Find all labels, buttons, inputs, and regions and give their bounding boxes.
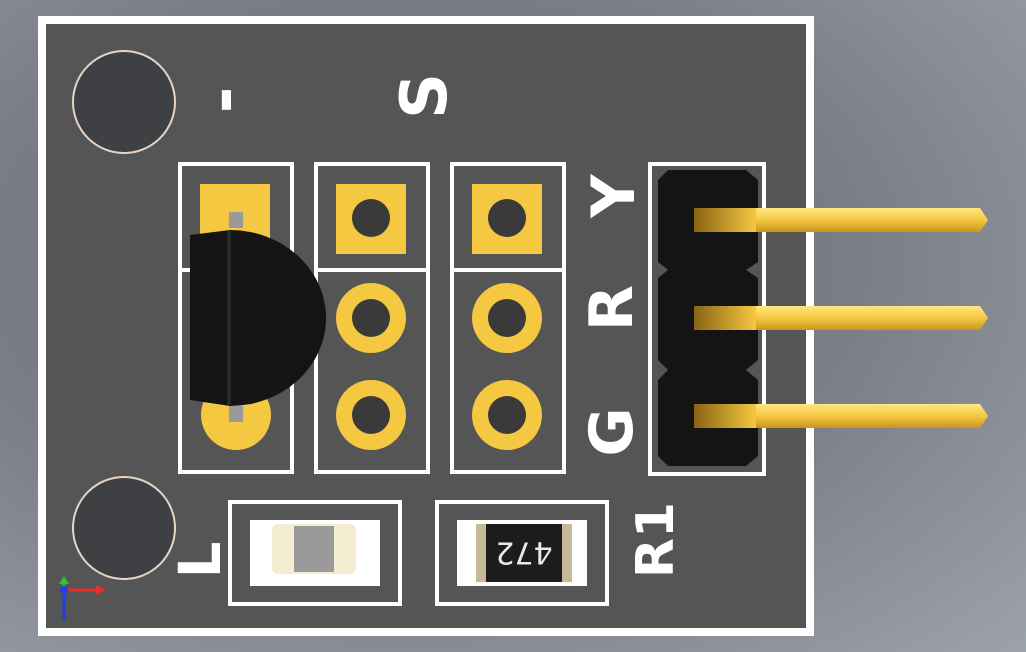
mounting-hole-top [72, 50, 176, 154]
resistor-marking: 472 [495, 535, 552, 570]
mounting-hole-bottom [72, 476, 176, 580]
header-pin-g [694, 404, 988, 428]
pin-y-label: Y [579, 173, 649, 219]
drill-hole [352, 199, 390, 237]
header-pin-r [694, 306, 988, 330]
minus-label: - [187, 87, 261, 114]
round-pads [201, 283, 542, 450]
resistor-smd [435, 500, 609, 606]
drill-hole [488, 199, 526, 237]
pin-g-label: G [577, 407, 647, 456]
signal-label: S [388, 73, 462, 119]
led-label: L [166, 542, 234, 579]
led-smd [228, 500, 402, 606]
to92-sensor [190, 212, 326, 422]
pin-r-label: R [577, 285, 647, 331]
axis-triad-icon [59, 576, 106, 620]
resistor-label: R1 [626, 502, 686, 578]
header-pin-y [694, 208, 988, 232]
